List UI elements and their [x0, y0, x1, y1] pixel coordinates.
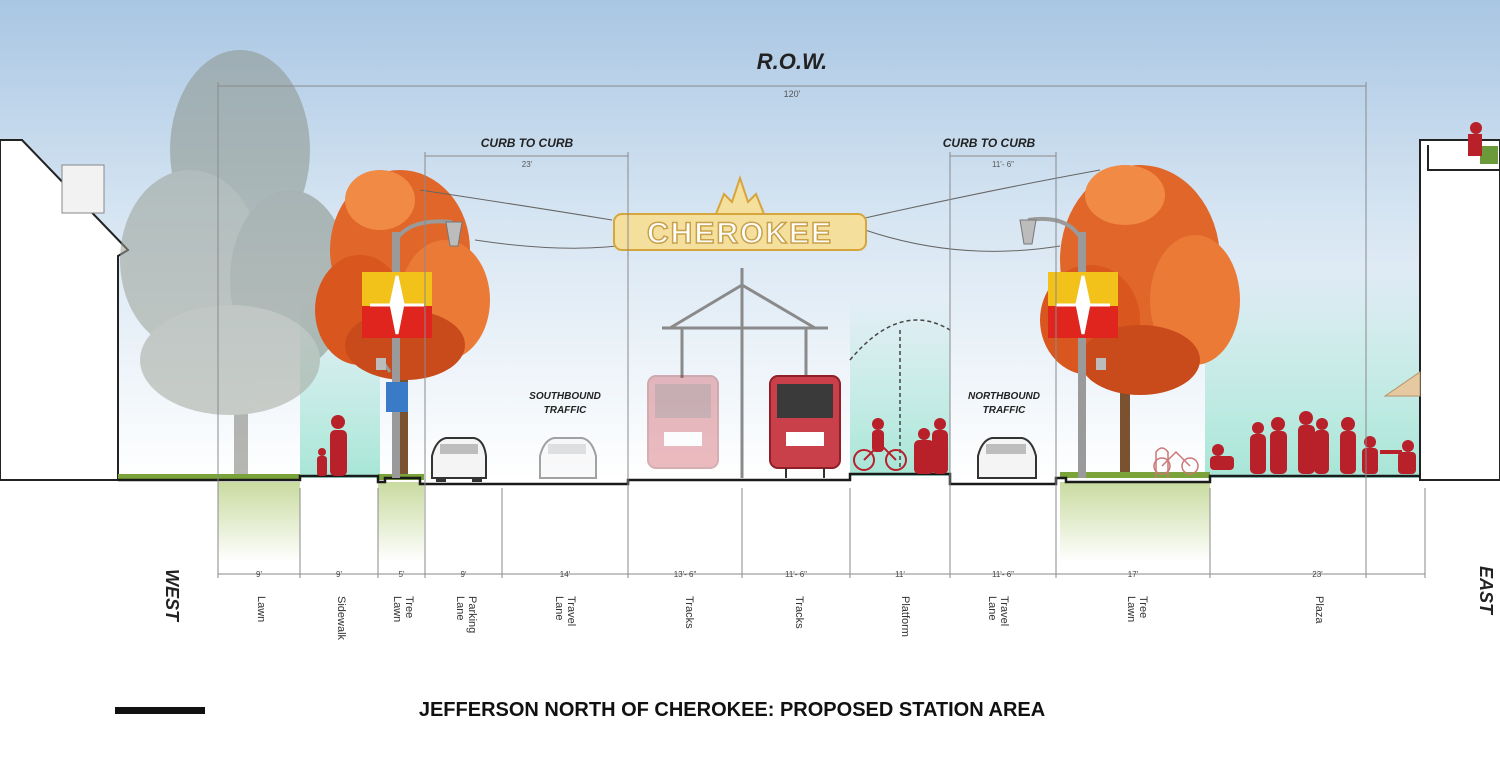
curb-to-curb-east-label: CURB TO CURB — [943, 136, 1036, 150]
segment-label: Lawn — [255, 596, 267, 622]
segment-label: Tracks — [793, 596, 805, 629]
cherokee-sign-text: CHEROKEE — [647, 217, 833, 250]
street-lamp-east — [1019, 216, 1118, 478]
people-plaza — [1210, 411, 1416, 474]
segment-dim: 23' — [1312, 570, 1323, 579]
bike-rack — [1153, 447, 1199, 478]
west-building — [0, 139, 130, 481]
curb-to-curb-east-dim: 11'- 6" — [992, 160, 1014, 169]
segment-label-line: Parking — [466, 596, 478, 633]
segment-label-line: Sidewalk — [335, 596, 347, 641]
lawn-soil-tree-east — [1060, 482, 1210, 562]
segment-label-line: Tracks — [683, 596, 695, 629]
segment-label: Platform — [899, 596, 911, 637]
southbound-traffic-line2: TRAFFIC — [544, 405, 588, 416]
scale-bar — [115, 707, 205, 714]
cherokee-sign: CHEROKEE — [419, 169, 1101, 252]
segment-label-line: Lawn — [255, 596, 267, 622]
lawn-tree-east — [1060, 472, 1210, 478]
people-sidewalk — [317, 415, 347, 476]
streetcar — [769, 375, 841, 478]
segment-label-line: Travel — [998, 596, 1010, 626]
segment-dim: 11'- 6" — [785, 570, 807, 579]
northbound-traffic-line2: TRAFFIC — [983, 405, 1027, 416]
street-lamp-west — [362, 219, 463, 478]
segment-dim: 14' — [560, 570, 571, 579]
lawn-soil-tree-west — [378, 482, 424, 562]
plaza-umbrella — [1383, 371, 1421, 397]
segment-label-line: Lane — [454, 596, 466, 620]
curb-to-curb-west-label: CURB TO CURB — [481, 136, 574, 150]
segment-label: Sidewalk — [335, 596, 347, 641]
segment-label: Plaza — [1313, 596, 1325, 624]
northbound-car — [977, 437, 1037, 479]
segment-label-line: Tracks — [793, 596, 805, 629]
platform-canopy — [849, 319, 951, 470]
lawn-soil-west — [218, 482, 300, 562]
east-label: EAST — [1476, 566, 1496, 616]
west-label: WEST — [162, 569, 182, 623]
segment-label-line: Travel — [565, 596, 577, 626]
segment-dim: 9' — [256, 570, 262, 579]
segment-label: Tracks — [683, 596, 695, 629]
segment-dim: 13'- 6" — [674, 570, 697, 579]
segment-dim: 11' — [895, 570, 905, 579]
diagram-title: JEFFERSON NORTH OF CHEROKEE: PROPOSED ST… — [419, 699, 1045, 721]
east-building — [1419, 122, 1500, 481]
segment-label-line: Tree — [403, 596, 415, 618]
west-gray-tree — [120, 50, 350, 478]
southbound-traffic-line1: SOUTHBOUND — [529, 391, 601, 402]
segment-label-line: Tree — [1137, 596, 1149, 618]
lawn-west — [118, 474, 300, 480]
parked-car — [431, 437, 487, 482]
streetcar-faded — [647, 375, 719, 469]
segment-label-line: Lane — [553, 596, 565, 620]
people-platform — [853, 418, 948, 474]
segments-layer: 9'Lawn9'Sidewalk5'TreeLawn9'ParkingLane1… — [217, 488, 1426, 641]
row-dim: 120' — [784, 89, 801, 99]
segment-label-line: Plaza — [1313, 596, 1325, 624]
segment-dim: 5' — [399, 570, 405, 579]
northbound-traffic-line1: NORTHBOUND — [968, 391, 1040, 402]
segment-label-line: Lawn — [1125, 596, 1137, 622]
catenary-pole — [662, 268, 828, 478]
southbound-car-faded — [539, 437, 597, 479]
curb-to-curb-west-dim: 23' — [522, 160, 533, 169]
segment-label-line: Lawn — [391, 596, 403, 622]
segment-dim: 9' — [461, 570, 467, 579]
segment-dim: 17' — [1128, 570, 1139, 579]
segment-label-line: Platform — [899, 596, 911, 637]
segment-dim: 9' — [336, 570, 342, 579]
segment-label-line: Lane — [986, 596, 998, 620]
segment-dim: 11'- 6" — [992, 570, 1014, 579]
row-label: R.O.W. — [757, 49, 827, 74]
ground-profile — [118, 472, 1420, 486]
